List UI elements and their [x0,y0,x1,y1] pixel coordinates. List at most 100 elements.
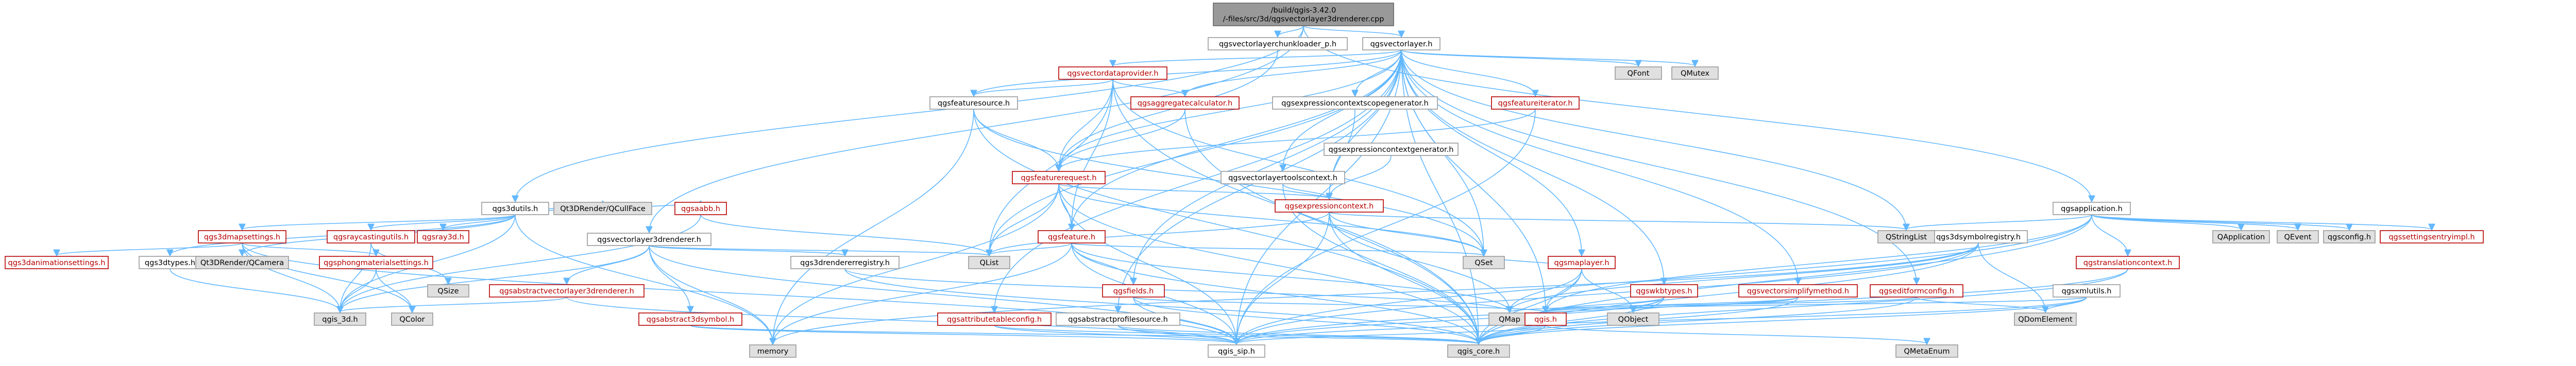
node-label: Qt3DRender/QCullFace [560,205,646,213]
graph-node-qgs3dsymbolregistry-h[interactable]: qgs3dsymbolregistry.h [1929,230,2028,243]
dependency-edge [340,297,567,312]
dependency-edge [566,297,1236,344]
graph-node-qgs3dutils-h[interactable]: qgs3dutils.h [481,202,549,215]
graph-node-qgsapplication-h[interactable]: qgsapplication.h [2053,202,2131,215]
graph-node-qgsxmlutils-h[interactable]: qgsxmlutils.h [2053,284,2121,298]
node-label: qgsexpressioncontext.h [1285,202,1374,211]
graph-node-qgsvectorlayerchunkloader-p-h[interactable]: qgsvectorlayerchunkloader_p.h [1208,37,1348,50]
graph-node-qsize[interactable]: QSize [427,284,469,298]
graph-node-qapplication[interactable]: QApplication [2212,230,2270,243]
graph-node-qmutex[interactable]: QMutex [1671,66,1719,80]
graph-node-qgis-core-h[interactable]: qgis_core.h [1447,344,1510,358]
dependency-edge [567,245,650,284]
node-label: QSize [437,287,459,295]
graph-node-qgsvectorlayer-h[interactable]: qgsvectorlayer.h [1362,37,1440,50]
dependency-edge [1278,25,1304,37]
node-label: qgs3danimationsettings.h [8,259,106,267]
dependency-edge [1329,212,1484,255]
node-label: QEvent [2284,233,2312,241]
graph-node-qgsraycastingutils-h[interactable]: qgsraycastingutils.h [327,230,415,243]
dependency-edge [1059,49,1278,170]
graph-node-qstringlist[interactable]: QStringList [1877,230,1935,243]
graph-node-qobject[interactable]: QObject [1607,312,1659,326]
graph-node-qgsvectorsimplifymethod-h[interactable]: qgsvectorsimplifymethod.h [1738,284,1858,298]
node-label: qgs3dtypes.h [145,259,195,267]
dependency-edge [1236,49,1402,344]
dependency-edge [690,325,1236,344]
graph-node-qgs3dtypes-h[interactable]: qgs3dtypes.h [139,256,201,269]
dependency-edge [773,109,974,344]
graph-node-qgssettingsentryimpl-h[interactable]: qgssettingsentryimpl.h [2380,230,2484,243]
dependency-edge [2045,297,2087,312]
node-label: QObject [1618,316,1649,324]
dependency-edge [1545,325,1927,344]
graph-node-qgsmaplayer-h[interactable]: qgsmaplayer.h [1548,256,1616,269]
dependency-edge [989,49,1402,255]
node-label: qgsexpressioncontextscopegenerator.h [1281,99,1428,108]
dependency-edge [1236,297,2087,344]
node-label: qgsraycastingutils.h [333,233,409,241]
graph-node-qgis-h[interactable]: qgis.h [1524,312,1567,326]
graph-node-qgsfeaturesource-h[interactable]: qgsfeaturesource.h [929,96,1018,110]
graph-node-qdomelement[interactable]: QDomElement [2014,312,2077,326]
graph-node-qt3drender-qcamera[interactable]: Qt3DRender/QCamera [195,256,289,269]
graph-node-qgsfeaturerequest-h[interactable]: qgsfeaturerequest.h [1012,171,1106,184]
graph-root-node[interactable]: /build/qgis-3.42.0/-files/src/3d/qgsvect… [1213,3,1394,26]
dependency-edge [1236,242,1979,344]
dependency-edge [242,242,376,255]
graph-node-qcolor[interactable]: QColor [391,312,433,326]
graph-node-qgsvectorlayertoolscontext-h[interactable]: qgsvectorlayertoolscontext.h [1221,171,1345,184]
dependency-edge [1117,325,1236,344]
dependency-edge [57,242,243,255]
nodes-layer: /build/qgis-3.42.0/-files/src/3d/qgsvect… [5,3,2484,358]
graph-node-qgsconfig-h[interactable]: qgsconfig.h [2323,230,2376,243]
node-label: QList [980,259,999,267]
graph-node-qgstranslationcontext-h[interactable]: qgstranslationcontext.h [2076,256,2180,269]
dependency-edge [1479,297,2087,344]
dependency-edge [1112,79,1484,255]
graph-node-qgsphongmaterialsettings-h[interactable]: qgsphongmaterialsettings.h [319,256,433,269]
dependency-edge [1906,214,2092,230]
graph-node-qgswkbtypes-h[interactable]: qgswkbtypes.h [1630,284,1698,298]
graph-node-qgs3danimationsettings-h[interactable]: qgs3danimationsettings.h [5,256,109,269]
dependency-edge [994,325,1479,344]
dependency-edge [242,214,516,230]
dependency-edge [340,245,650,312]
graph-node-qgseditformconfig-h[interactable]: qgseditformconfig.h [1870,284,1963,298]
graph-node-qgsvectordataprovider-h[interactable]: qgsvectordataprovider.h [1058,66,1167,80]
dependency-edge [1401,49,1535,96]
graph-node-qgsvectorlayer3drenderer-h[interactable]: qgsvectorlayer3drenderer.h [587,233,711,246]
graph-node-qgsabstract3dsymbol-h[interactable]: qgsabstract3dsymbol.h [638,312,742,326]
dependency-edge [649,245,690,312]
dependency-edge [1113,49,1402,66]
graph-node-qgsabstractvectorlayer3drenderer-h[interactable]: qgsabstractvectorlayer3drenderer.h [489,284,645,298]
graph-node-qset[interactable]: QSet [1463,256,1505,269]
graph-node-qt3drender-qcullface[interactable]: Qt3DRender/QCullFace [553,202,652,215]
node-label: /build/qgis-3.42.0 [1271,7,1336,15]
graph-node-qmetaenum[interactable]: QMetaEnum [1895,344,1958,358]
graph-node-qgsfeatureiterator-h[interactable]: qgsfeatureiterator.h [1491,96,1580,110]
graph-node-qgs-3d-h[interactable]: qgis_3d.h [314,312,366,326]
graph-node-qgsaggregatecalculator-h[interactable]: qgsaggregatecalculator.h [1130,96,1240,110]
graph-node-qgsexpressioncontextscopegenerator-h[interactable]: qgsexpressioncontextscopegenerator.h [1272,96,1438,110]
dependency-edge [1059,109,1536,170]
graph-node-qfont[interactable]: QFont [1615,66,1662,80]
node-label: qgsabstractprofilesource.h [1068,316,1168,324]
graph-node-qgs3drendererregistry-h[interactable]: qgs3drendererregistry.h [790,256,900,269]
graph-node-memory[interactable]: memory [749,344,796,358]
graph-node-qgsray3d-h[interactable]: qgsray3d.h [417,230,469,243]
graph-node-qgsexpressioncontext-h[interactable]: qgsexpressioncontext.h [1275,199,1384,213]
node-label: qgsvectordataprovider.h [1067,69,1158,78]
graph-node-qevent[interactable]: QEvent [2277,230,2319,243]
graph-node-qmap[interactable]: QMap [1488,312,1531,326]
dependency-edge [649,245,989,255]
graph-node-qgis-sip-h[interactable]: qgis_sip.h [1208,344,1265,358]
graph-node-qgsabstractprofilesource-h[interactable]: qgsabstractprofilesource.h [1056,312,1180,326]
graph-node-qgsfeature-h[interactable]: qgsfeature.h [1038,230,1106,243]
graph-node-qgsexpressioncontextgenerator-h[interactable]: qgsexpressioncontextgenerator.h [1324,143,1459,156]
graph-node-qgs3dmapsettings-h[interactable]: qgs3dmapsettings.h [198,230,286,243]
graph-node-qgsattributetableconfig-h[interactable]: qgsattributetableconfig.h [937,312,1052,326]
graph-node-qgsfields-h[interactable]: qgsfields.h [1102,284,1165,298]
graph-node-qlist[interactable]: QList [968,256,1010,269]
graph-node-qgsaabb-h[interactable]: qgsaabb.h [674,202,727,215]
